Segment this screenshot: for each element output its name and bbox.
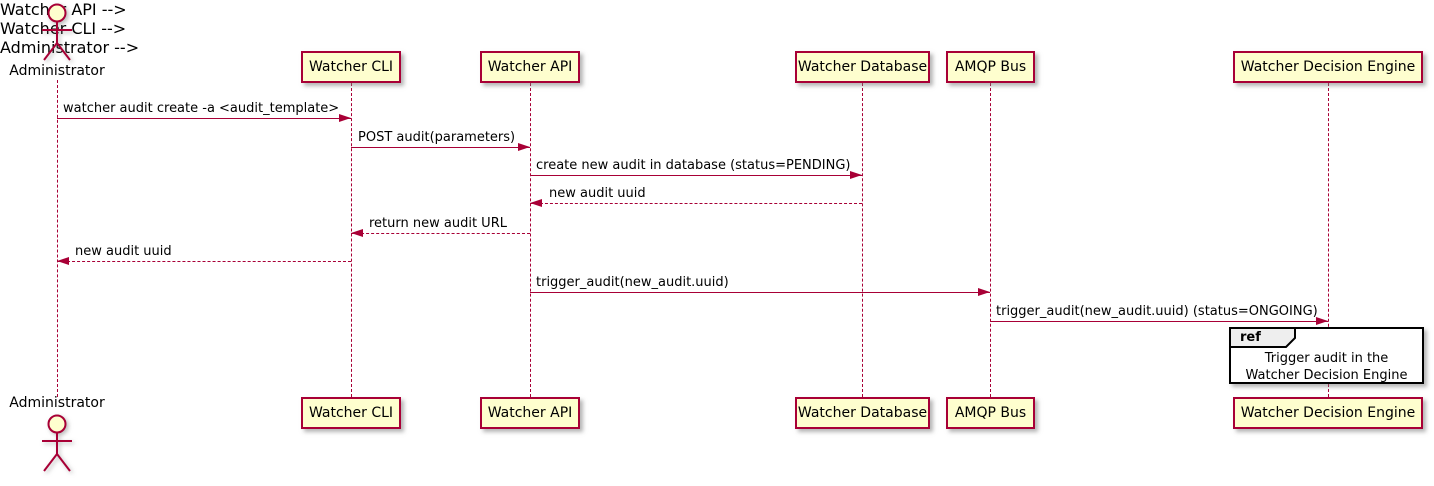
arrow-left-icon: [351, 229, 363, 237]
message-label: trigger_audit(new_audit.uuid): [536, 275, 729, 290]
ref-keyword: ref: [1240, 330, 1261, 345]
ref-fragment: ref Trigger audit in the Watcher Decisio…: [1229, 327, 1424, 384]
message-label: POST audit(parameters): [358, 130, 516, 145]
participant-watcher-cli-bottom: Watcher CLI: [301, 397, 401, 429]
participant-watcher-decision-engine-top: Watcher Decision Engine: [1233, 51, 1423, 83]
arrow-right-icon: [978, 288, 990, 296]
message-line: [57, 261, 351, 262]
message-label: trigger_audit(new_audit.uuid) (status=ON…: [996, 304, 1318, 319]
ref-tab-icon: [1229, 327, 1296, 348]
message-label: watcher audit create -a <audit_template>: [63, 101, 340, 116]
message-line: [530, 292, 990, 293]
actor-icon: [42, 414, 72, 472]
participant-watcher-api-top: Watcher API: [480, 51, 580, 83]
message-label: return new audit URL: [369, 216, 507, 231]
message-line: [990, 321, 1328, 322]
arrow-right-icon: [518, 143, 530, 151]
message-label: new audit uuid: [75, 244, 172, 259]
message-label: create new audit in database (status=PEN…: [536, 158, 851, 173]
message-line: [351, 233, 530, 234]
message-line: [530, 175, 862, 176]
arrow-right-icon: [339, 114, 351, 122]
lifeline-watcher-api: [530, 83, 531, 397]
lifeline-watcher-cli: [351, 83, 352, 397]
message-line: [530, 203, 862, 204]
lifeline-watcher-database: [862, 83, 863, 397]
participant-watcher-database-top: Watcher Database: [795, 51, 930, 83]
participant-watcher-database-bottom: Watcher Database: [795, 397, 930, 429]
ref-text-line2: Watcher Decision Engine: [1245, 368, 1408, 383]
arrow-right-icon: [1316, 317, 1328, 325]
participant-watcher-cli-top: Watcher CLI: [301, 51, 401, 83]
actor-icon: [42, 3, 72, 61]
lifeline-administrator: [57, 80, 58, 397]
message-line: [57, 118, 351, 119]
participant-amqp-bus-top: AMQP Bus: [946, 51, 1035, 83]
ref-body: Trigger audit in the Watcher Decision En…: [1231, 350, 1422, 384]
participant-amqp-bus-bottom: AMQP Bus: [946, 397, 1035, 429]
actor-label-bottom: Administrator: [9, 395, 105, 411]
participant-watcher-api-bottom: Watcher API: [480, 397, 580, 429]
message-label: new audit uuid: [549, 186, 646, 201]
lifeline-watcher-decision-engine: [1328, 83, 1329, 397]
arrow-left-icon: [57, 257, 69, 265]
participant-watcher-decision-engine-bottom: Watcher Decision Engine: [1233, 397, 1423, 429]
ref-text-line1: Trigger audit in the: [1264, 351, 1389, 366]
message-line: [351, 147, 530, 148]
actor-label-top: Administrator: [9, 63, 105, 79]
arrow-right-icon: [850, 171, 862, 179]
lifeline-amqp-bus: [990, 83, 991, 397]
arrow-left-icon: [530, 199, 542, 207]
